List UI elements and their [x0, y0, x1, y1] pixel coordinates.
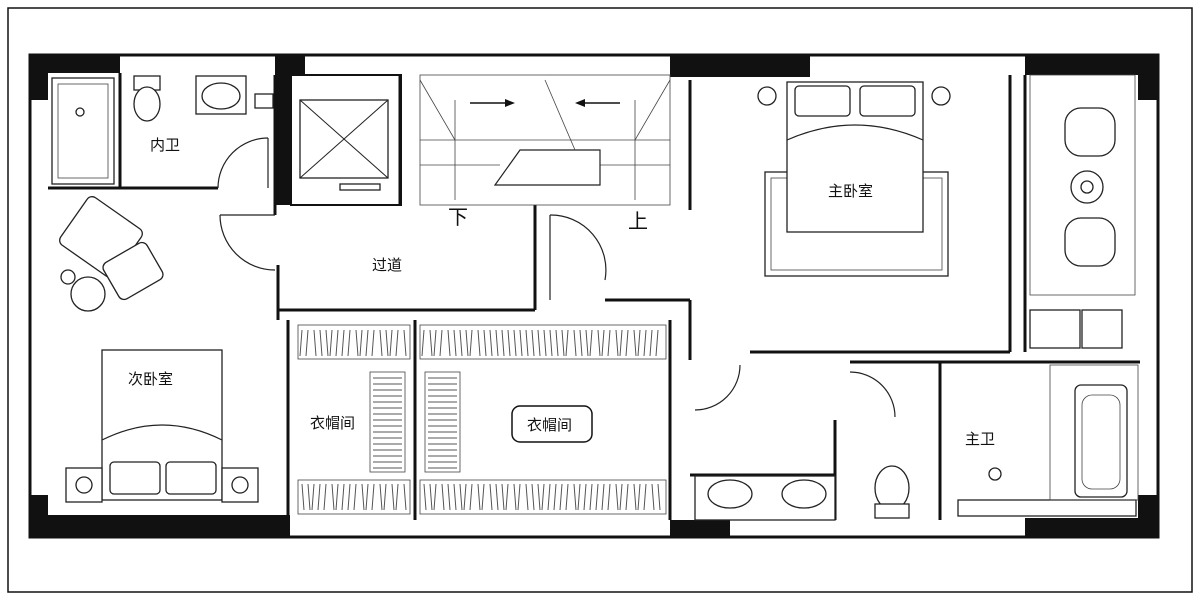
- master-bed: [758, 82, 950, 276]
- label-master-bath: 主卫: [965, 430, 995, 448]
- toilet: [875, 466, 909, 518]
- label-stair-down: 下: [448, 205, 468, 229]
- label-second-bedroom: 次卧室: [128, 370, 173, 388]
- label-closet-left: 衣帽间: [310, 414, 355, 432]
- label-corridor: 过道: [372, 256, 402, 274]
- label-master-bedroom: 主卧室: [828, 182, 873, 200]
- label-closet-right: 衣帽间: [527, 416, 572, 434]
- label-inner-bath: 内卫: [150, 136, 180, 154]
- label-stair-up: 上: [628, 209, 648, 233]
- elevator-icon: [300, 100, 388, 190]
